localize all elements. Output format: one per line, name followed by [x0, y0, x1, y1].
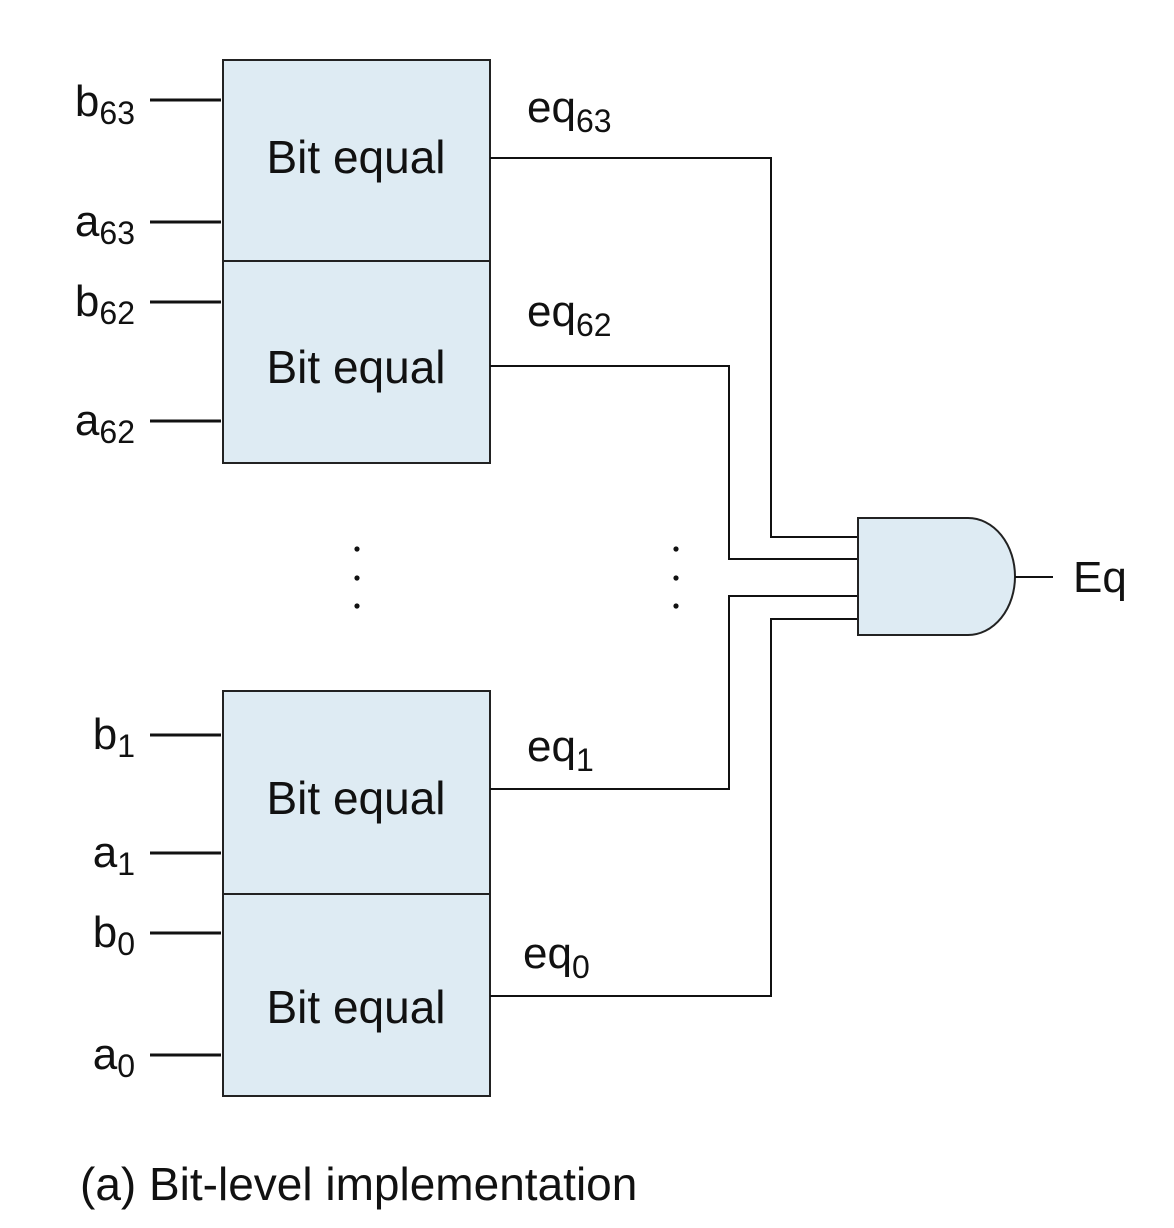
output-label-eq63: eq63 [527, 83, 612, 139]
input-label-b63: b63 [75, 77, 135, 131]
input-label-a63: a63 [75, 197, 135, 251]
input-label-b0: b0 [93, 908, 135, 962]
output-label-eq0: eq0 [523, 929, 590, 985]
gate-output-label: Eq [1073, 553, 1127, 602]
box-label-62: Bit equal [266, 341, 445, 393]
output-wire-eq63 [490, 157, 858, 538]
bit-equal-box-0 [222, 893, 491, 1097]
bit-equal-box-1 [222, 690, 491, 895]
figure-caption: (a) Bit-level implementation [80, 1158, 637, 1210]
output-label-eq62: eq62 [527, 287, 612, 343]
box-label-0: Bit equal [266, 981, 445, 1033]
box-label-63: Bit equal [266, 131, 445, 183]
and-gate [857, 517, 1016, 636]
output-wire-eq0 [490, 618, 858, 997]
bit-equal-box-63 [222, 59, 491, 262]
box-label-1: Bit equal [266, 772, 445, 824]
vertical-ellipsis-boxes [354, 546, 360, 609]
output-wire-eq1 [490, 595, 858, 790]
vertical-ellipsis-outputs [673, 546, 679, 609]
input-label-a1: a1 [93, 828, 135, 882]
bit-equal-box-62 [222, 260, 491, 464]
input-label-a62: a62 [75, 396, 135, 450]
input-label-b62: b62 [75, 277, 135, 331]
output-label-eq1: eq1 [527, 722, 594, 778]
input-label-b1: b1 [93, 710, 135, 764]
output-wire-eq62 [490, 365, 858, 560]
input-label-a0: a0 [93, 1030, 135, 1084]
